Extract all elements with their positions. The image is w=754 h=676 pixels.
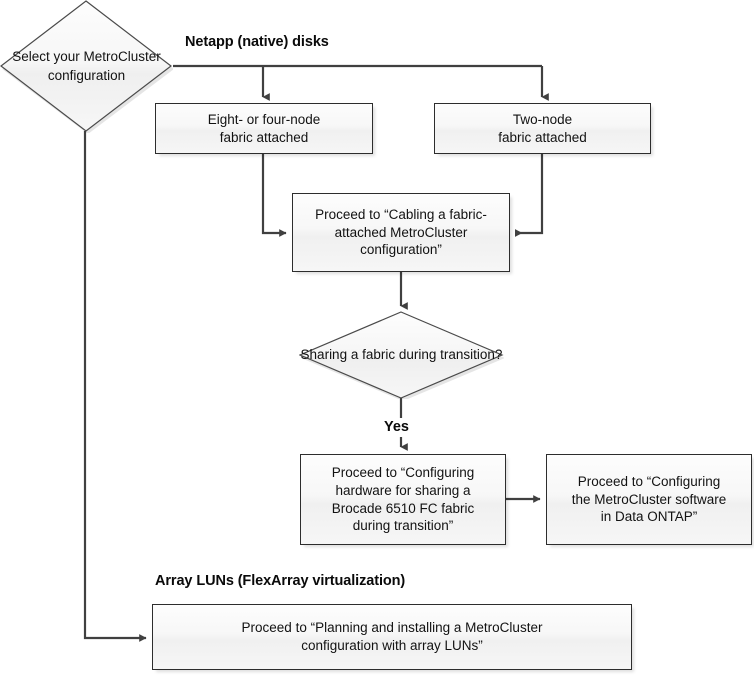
decision-select-line-3: configuration — [47, 67, 126, 83]
box-configuring-hardware-sharing[interactable]: Proceed to “Configuring hardware for sha… — [300, 454, 506, 545]
diamond-shape-select — [0, 0, 174, 134]
box-software-line-2: the MetroCluster software — [571, 491, 727, 507]
decision-sharing-fabric[interactable]: Sharing a fabric during transition? — [298, 311, 505, 401]
box-two-node-line-1: Two-node — [512, 111, 573, 127]
box-hardware-line-4: during transition” — [352, 518, 454, 534]
decision-select-line-2: MetroCluster — [83, 48, 161, 64]
box-software-line-1: Proceed to “Configuring — [577, 473, 721, 489]
box-hardware-line-1: Proceed to “Configuring — [331, 464, 475, 480]
box-configuring-software-ontap[interactable]: Proceed to “Configuring the MetroCluster… — [546, 454, 752, 545]
diamond-shape-sharing — [298, 311, 505, 401]
box-hardware-line-2: hardware for sharing a — [335, 482, 471, 498]
heading-netapp-disks: Netapp (native) disks — [185, 34, 329, 50]
box-cabling-line-3: configuration” — [360, 242, 442, 258]
box-eight-or-four-node[interactable]: Eight- or four-node fabric attached — [155, 103, 373, 154]
box-two-node-line-2: fabric attached — [498, 129, 587, 145]
decision-sharing-label: Sharing a fabric during transition? — [299, 311, 504, 399]
box-cabling-fabric-attached[interactable]: Proceed to “Cabling a fabric- attached M… — [292, 193, 510, 272]
box-two-node[interactable]: Two-node fabric attached — [434, 103, 651, 154]
box-planning-array-luns[interactable]: Proceed to “Planning and installing a Me… — [152, 604, 632, 670]
box-eight-or-four-node-line-2: fabric attached — [219, 129, 309, 145]
box-cabling-line-2: attached MetroCluster — [334, 224, 468, 240]
heading-array-luns: Array LUNs (FlexArray virtualization) — [155, 573, 406, 589]
box-hardware-line-3: Brocade 6510 FC fabric — [331, 500, 475, 516]
decision-sharing-line-1: Sharing a fabric — [300, 346, 396, 362]
box-cabling-line-1: Proceed to “Cabling a fabric- — [315, 206, 487, 222]
edge-label-yes: Yes — [384, 419, 409, 435]
box-eight-or-four-node-line-1: Eight- or four-node — [207, 111, 321, 127]
decision-select-configuration[interactable]: Select your MetroCluster configuration — [0, 0, 174, 134]
box-planning-line-1: Proceed to “Planning and installing a Me… — [241, 620, 543, 636]
decision-sharing-line-2: during transition? — [398, 346, 503, 362]
box-software-line-3: in Data ONTAP” — [600, 509, 698, 525]
decision-select-line-1: Select your — [12, 48, 80, 64]
decision-select-label: Select your MetroCluster configuration — [0, 0, 173, 133]
box-planning-line-2: configuration with array LUNs” — [301, 638, 483, 653]
connector-two-node-to-cabling — [515, 154, 544, 237]
connector-eight-four-to-cabling — [261, 154, 287, 237]
connector-select-to-array-luns — [83, 131, 147, 642]
